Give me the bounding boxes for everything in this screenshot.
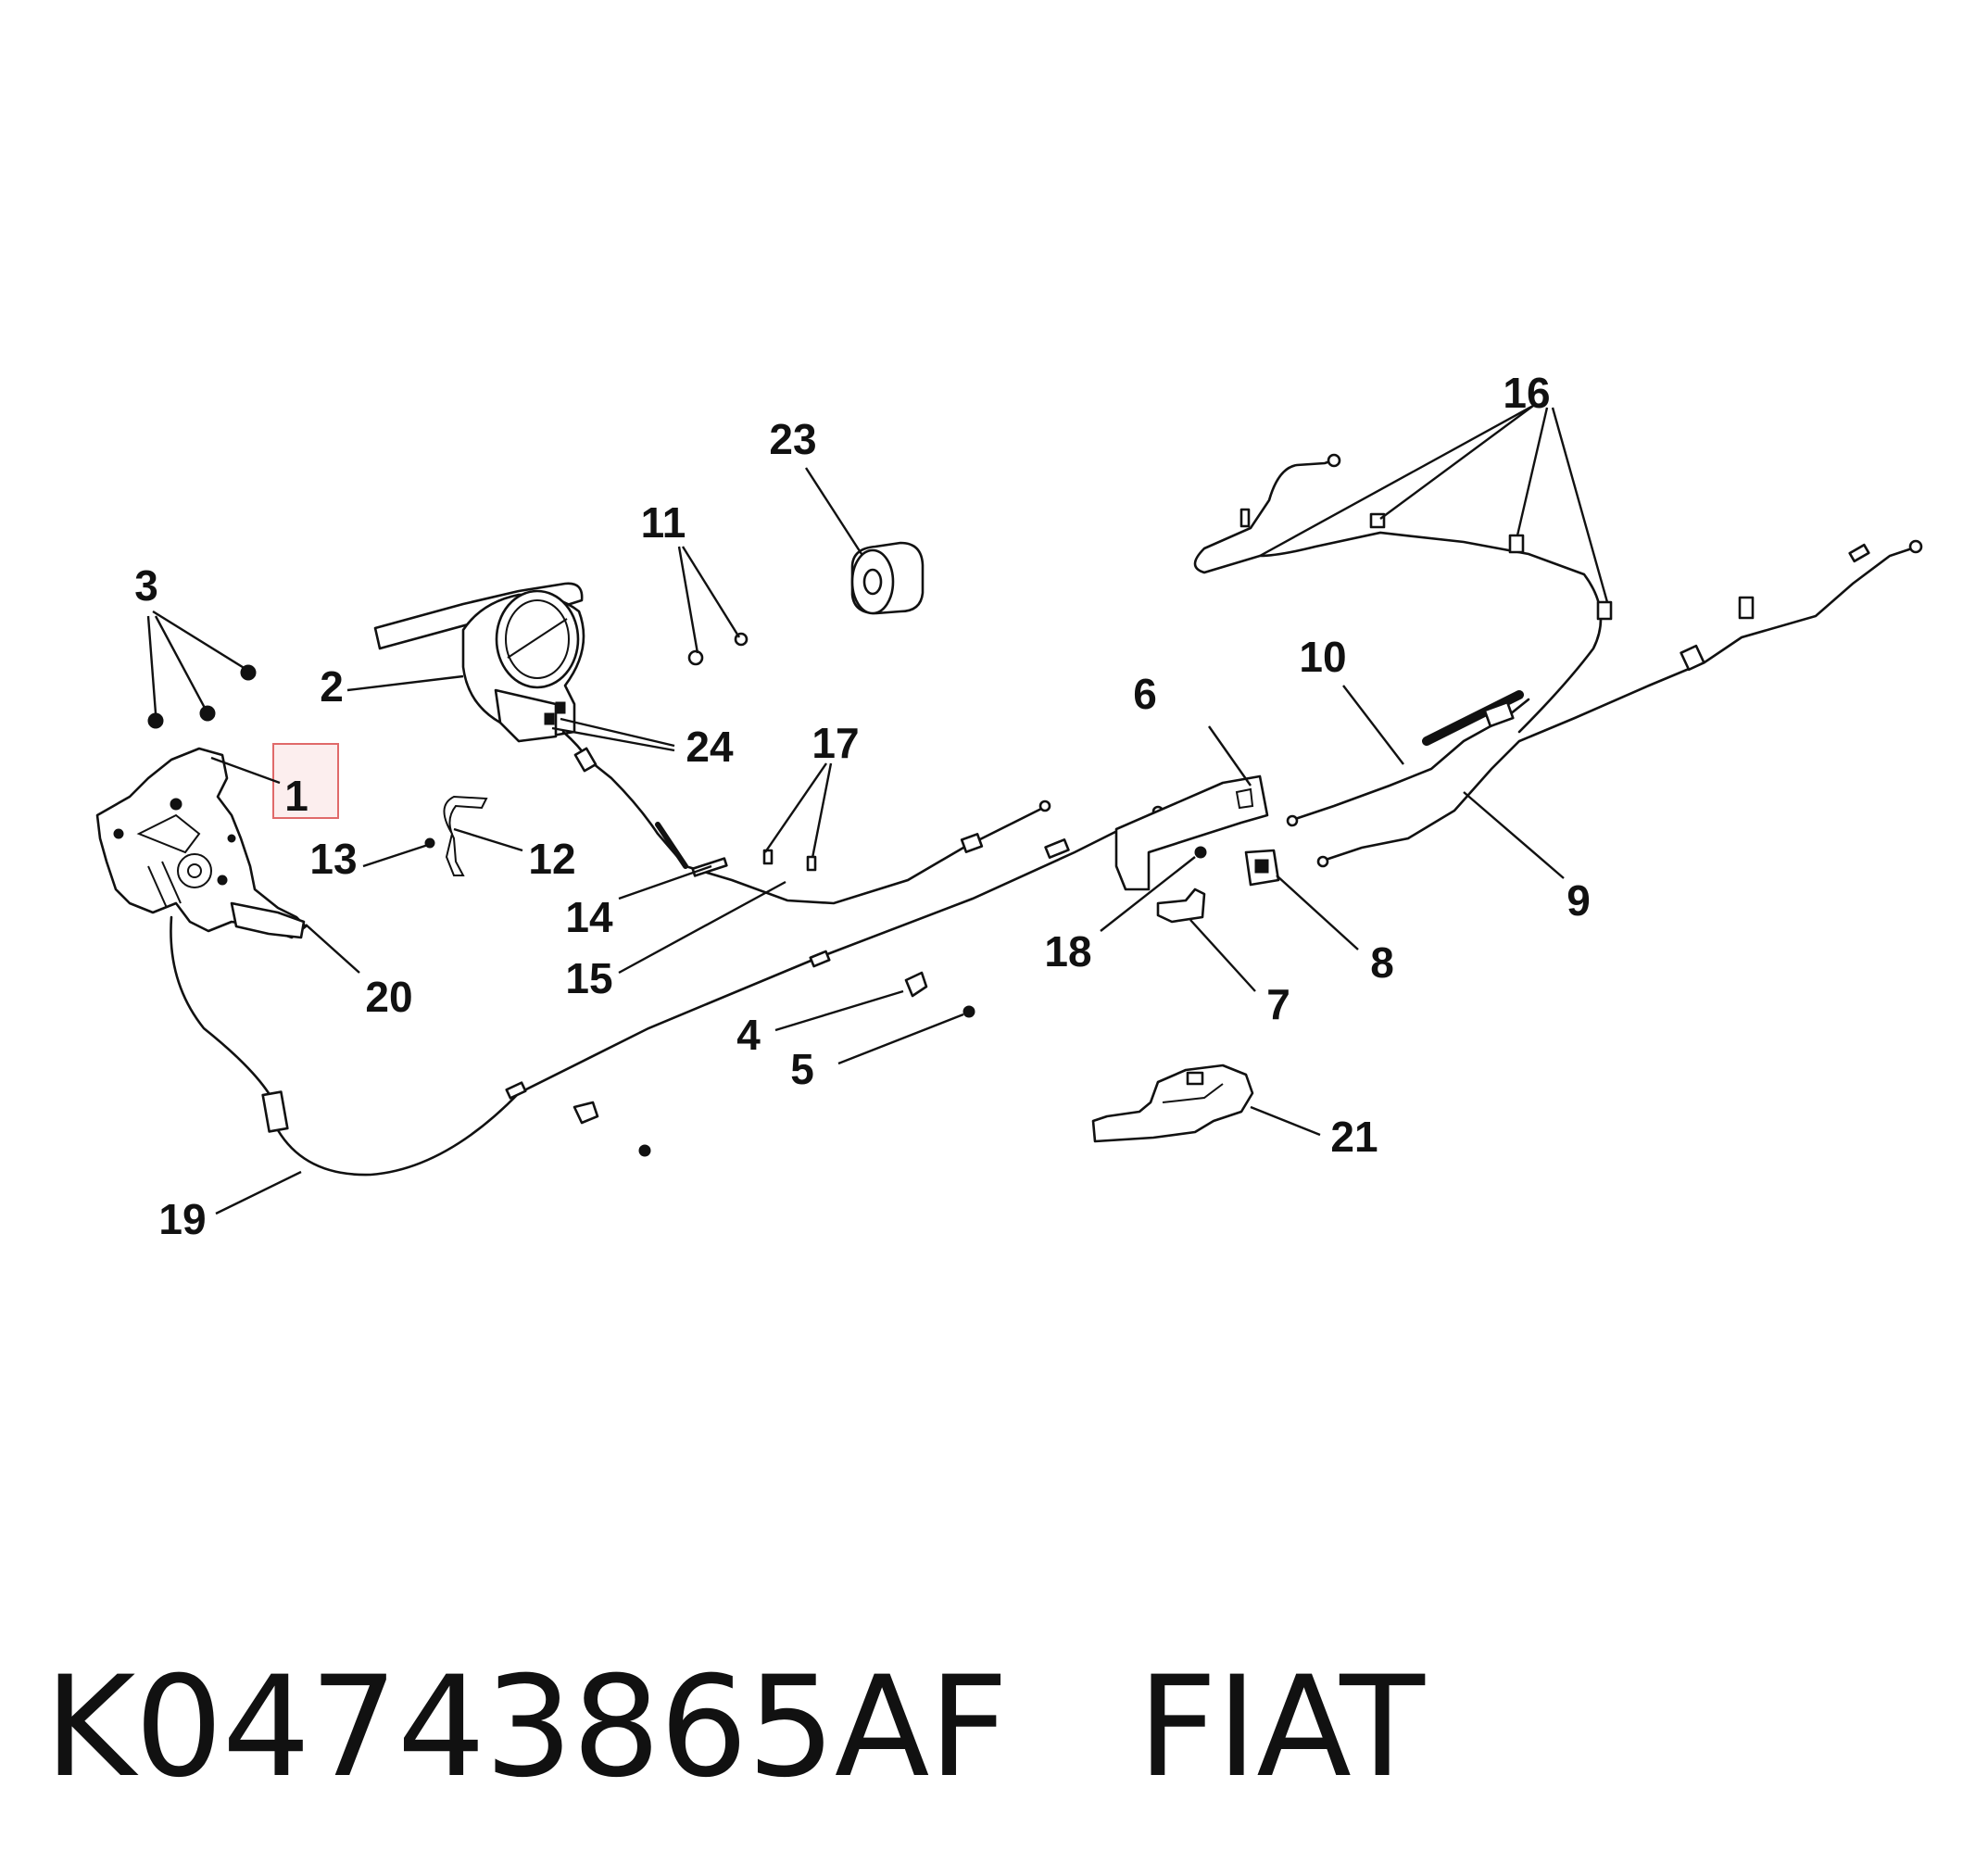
- part-17-fasteners: [762, 849, 817, 872]
- brand-name: FIAT: [1137, 1647, 1425, 1808]
- callout-18: 18: [1044, 927, 1091, 976]
- part-16-cable: [1193, 453, 1613, 734]
- callout-10: 10: [1299, 633, 1346, 681]
- parts-diagram: 1 2 3 4 5 6 7 8 9 10 11 12 13 14 15 16 1…: [95, 369, 1923, 1243]
- callout-13: 13: [309, 835, 357, 883]
- callout-1: 1: [284, 772, 308, 820]
- leader-lines: [146, 404, 1609, 1215]
- callout-17: 17: [812, 719, 859, 767]
- part-23-bumper: [850, 541, 925, 615]
- callout-21: 21: [1330, 1113, 1378, 1161]
- part-14-15-cable: [561, 730, 1051, 905]
- callout-16: 16: [1503, 369, 1550, 417]
- callout-8: 8: [1370, 938, 1394, 987]
- part-21-bracket: [1091, 1064, 1254, 1143]
- callout-19: 19: [158, 1195, 206, 1243]
- callout-3: 3: [134, 561, 158, 610]
- callout-12: 12: [528, 835, 575, 883]
- part-8-clip: [1244, 849, 1280, 887]
- callout-7: 7: [1266, 980, 1290, 1028]
- part-4-clip: [572, 971, 928, 1125]
- part-2-lever-assembly: [373, 582, 585, 743]
- part-18-fastener: [1194, 846, 1207, 859]
- part-11-fasteners: [687, 632, 749, 666]
- callout-11: 11: [641, 498, 686, 547]
- part-1-park-brake-assembly: [95, 747, 308, 939]
- part-number: K04743865AF: [44, 1647, 1009, 1808]
- callout-4: 4: [736, 1011, 761, 1059]
- callout-6: 6: [1133, 670, 1157, 718]
- callout-23: 23: [769, 415, 816, 463]
- callout-2: 2: [320, 662, 344, 711]
- part-6-bracket: [1114, 774, 1269, 891]
- part-5-clip: [638, 1005, 975, 1157]
- callout-9: 9: [1566, 876, 1591, 925]
- callout-labels: 1 2 3 4 5 6 7 8 9 10 11 12 13 14 15 16 1…: [134, 369, 1591, 1243]
- part-number-caption: K04743865AF FIAT: [44, 1635, 1425, 1820]
- part-3-nuts: [147, 664, 257, 729]
- callout-20: 20: [365, 973, 412, 1021]
- callout-5: 5: [790, 1045, 814, 1093]
- callout-24: 24: [686, 723, 734, 771]
- callout-14: 14: [565, 893, 613, 941]
- callout-15: 15: [565, 954, 612, 1002]
- part-7-clip: [1156, 887, 1206, 924]
- part-9-cable: [1316, 539, 1923, 868]
